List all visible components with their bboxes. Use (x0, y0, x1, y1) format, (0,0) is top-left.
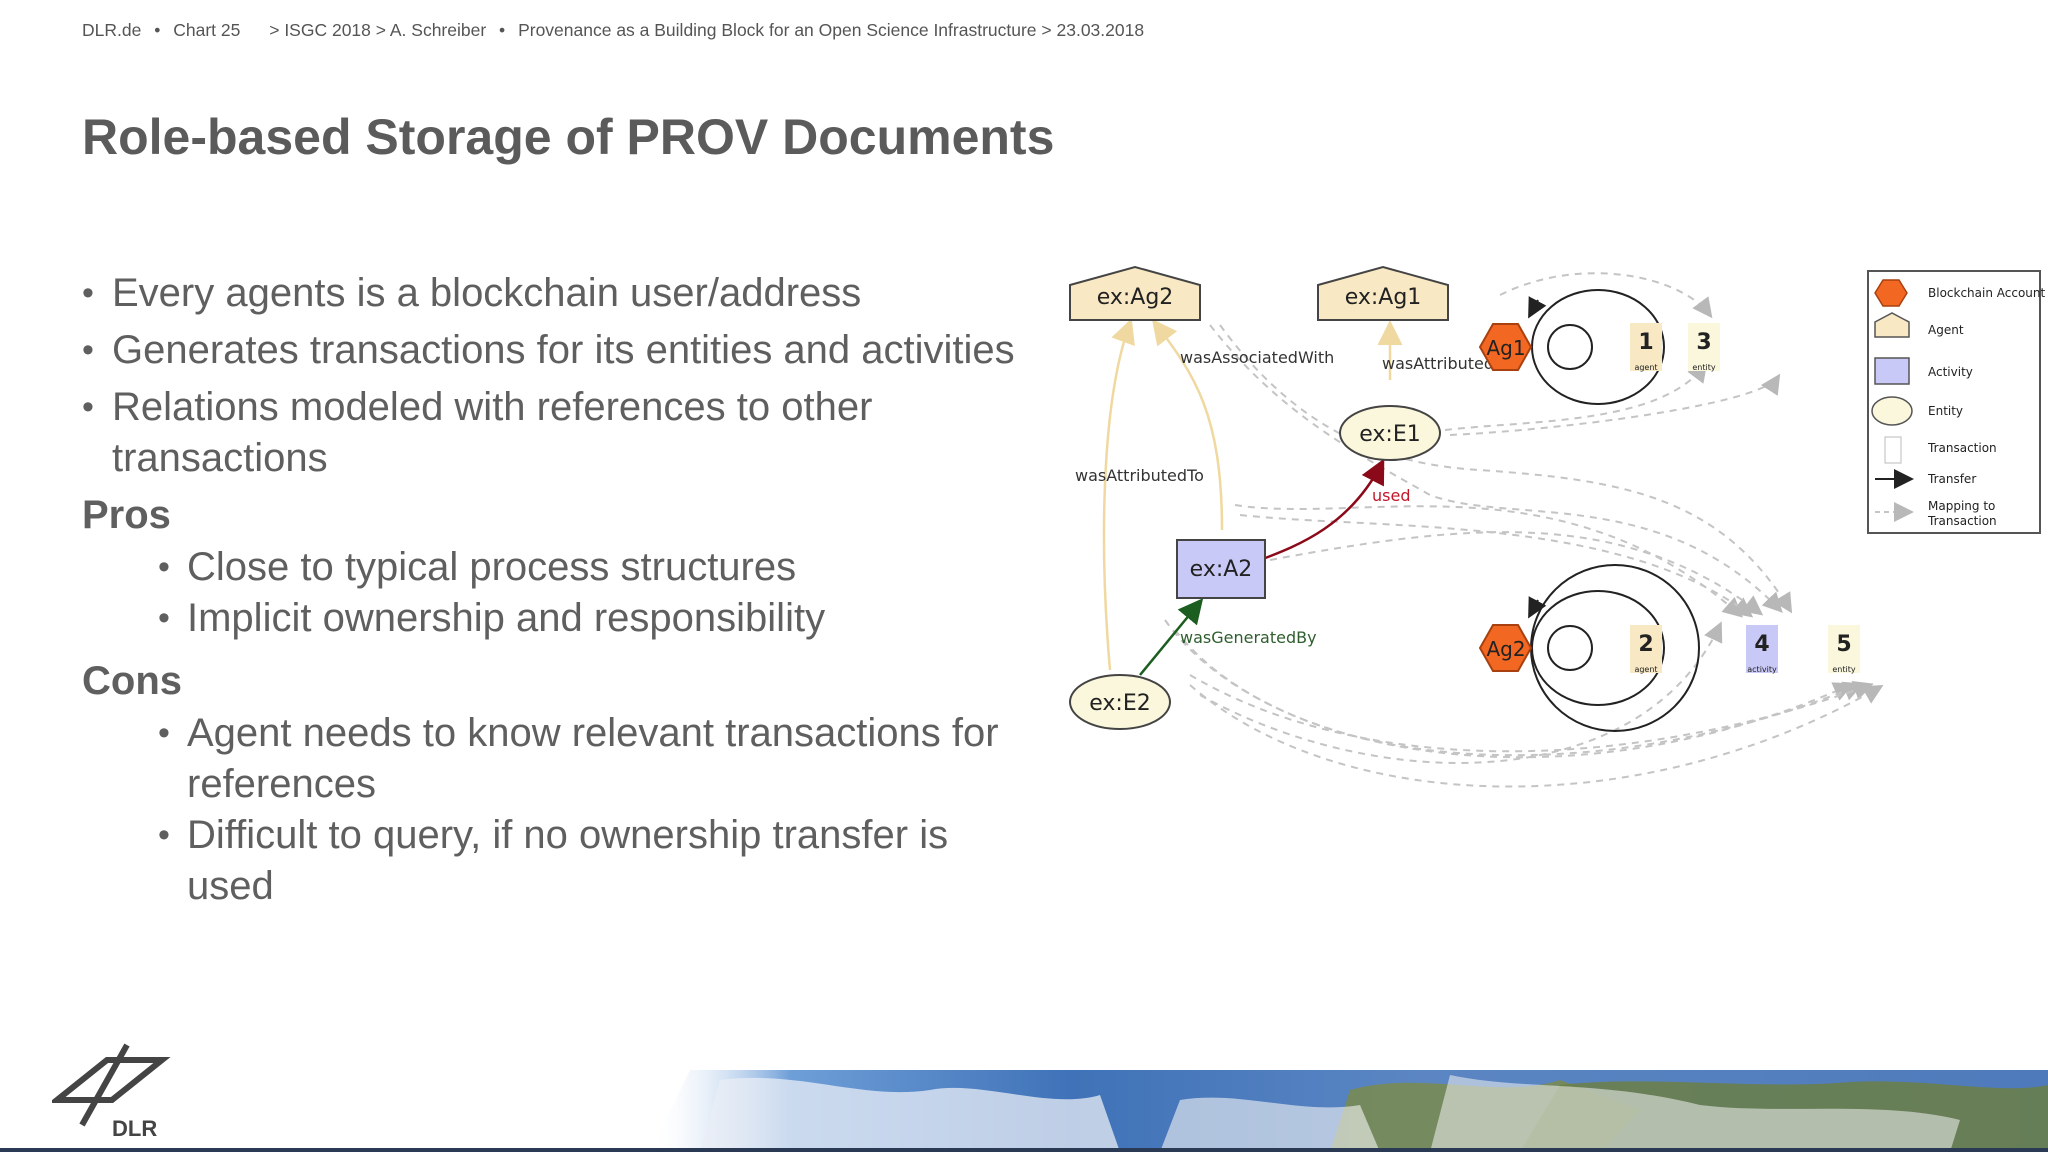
slide-content: Every agents is a blockchain user/addres… (82, 268, 1042, 912)
pros-heading: Pros (82, 493, 171, 537)
entity-node-e2: ex:E2 (1069, 674, 1171, 730)
tx-kind: entity (1692, 363, 1715, 372)
blockchain-account-icon (1478, 624, 1533, 672)
bullet-item: Every agents is a blockchain user/addres… (82, 268, 1042, 319)
legend-entity: Entity (1928, 404, 1963, 418)
breadcrumb-path: > ISGC 2018 > A. Schreiber (269, 20, 487, 40)
e1-label: ex:E1 (1359, 422, 1420, 447)
relation-edges (1102, 318, 1403, 676)
account-ag2-label: Ag2 (1486, 637, 1525, 661)
pros-item: Implicit ownership and responsibility (82, 593, 1042, 644)
blockchain-account-icon (1478, 323, 1533, 371)
edge-label-attributed-1: wasAttributedTo (1382, 354, 1511, 373)
tx-kind: agent (1634, 363, 1657, 372)
tx-number: 1 (1638, 330, 1653, 355)
ag2-label: ex:Ag2 (1097, 285, 1174, 310)
separator: • (499, 20, 506, 40)
legend-account-icon (1874, 279, 1908, 307)
legend-transfer: Transfer (1927, 472, 1976, 486)
entity-node-e1: ex:E1 (1339, 405, 1441, 461)
legend-activity: Activity (1928, 365, 1973, 379)
tx-number: 3 (1696, 330, 1711, 355)
slide-title: Role-based Storage of PROV Documents (82, 109, 1055, 165)
mapping-edges (1164, 272, 1884, 788)
edge-label-attributed-2: wasAttributedTo (1075, 466, 1204, 485)
chart-number: Chart 25 (173, 20, 241, 40)
legend-agent: Agent (1928, 323, 1964, 337)
pros-item: Close to typical process structures (82, 542, 1042, 593)
cons-heading: Cons (82, 659, 182, 703)
legend-agent-icon (1874, 312, 1910, 338)
talk-title: Provenance as a Building Block for an Op… (518, 20, 1145, 40)
cons-item: Difficult to query, if no ownership tran… (82, 810, 1042, 912)
legend-mapping: Mapping to (1928, 499, 1995, 513)
edge-label-used: used (1372, 486, 1410, 505)
site-label: DLR.de (82, 20, 142, 40)
account-cluster-ag2: Ag2 2 agent 4 activity 5 entity (1478, 564, 1860, 732)
bullet-item: Generates transactions for its entities … (82, 325, 1042, 376)
e2-label: ex:E2 (1089, 691, 1150, 716)
breadcrumb-header: DLR.de • Chart 25 > ISGC 2018 > A. Schre… (82, 20, 1144, 41)
tx-number: 5 (1836, 632, 1851, 657)
logo-text: DLR (112, 1116, 157, 1140)
separator: • (154, 20, 161, 40)
dlr-logo: DLR (52, 1043, 171, 1140)
edge-label-associated: wasAssociatedWith (1180, 348, 1334, 367)
legend-mapping-2: Transaction (1927, 514, 1997, 528)
tx-number: 2 (1638, 632, 1653, 657)
agent-node-ag2: ex:Ag2 (1069, 265, 1201, 321)
tx-kind: entity (1832, 665, 1855, 674)
legend-transaction-icon (1884, 436, 1902, 464)
bottom-rule (0, 1148, 2048, 1152)
a2-label: ex:A2 (1190, 557, 1253, 582)
legend-transaction: Transaction (1927, 441, 1997, 455)
bullet-item: Relations modeled with references to oth… (82, 382, 1042, 484)
tx-number: 4 (1754, 632, 1769, 657)
activity-node-a2: ex:A2 (1176, 539, 1266, 599)
edge-label-generated: wasGeneratedBy (1180, 628, 1317, 647)
cons-item: Agent needs to know relevant transaction… (82, 708, 1042, 810)
ag1-label: ex:Ag1 (1345, 285, 1422, 310)
agent-node-ag1: ex:Ag1 (1317, 265, 1449, 321)
account-ag1-label: Ag1 (1486, 336, 1525, 360)
diagram-legend: Blockchain Account Agent Activity Entity… (1867, 270, 2046, 534)
tx-kind: agent (1634, 665, 1657, 674)
tx-kind: activity (1747, 665, 1777, 674)
legend-activity-icon (1874, 357, 1910, 385)
legend-account: Blockchain Account (1928, 286, 2046, 300)
legend-entity-icon (1871, 396, 1913, 426)
earth-banner (650, 1070, 2048, 1152)
account-cluster-ag1: Ag1 1 agent 3 entity (1478, 289, 1720, 405)
prov-diagram: ex:Ag2 ex:Ag1 ex:E1 ex:A2 ex:E2 wasAssoc… (1069, 265, 2046, 788)
